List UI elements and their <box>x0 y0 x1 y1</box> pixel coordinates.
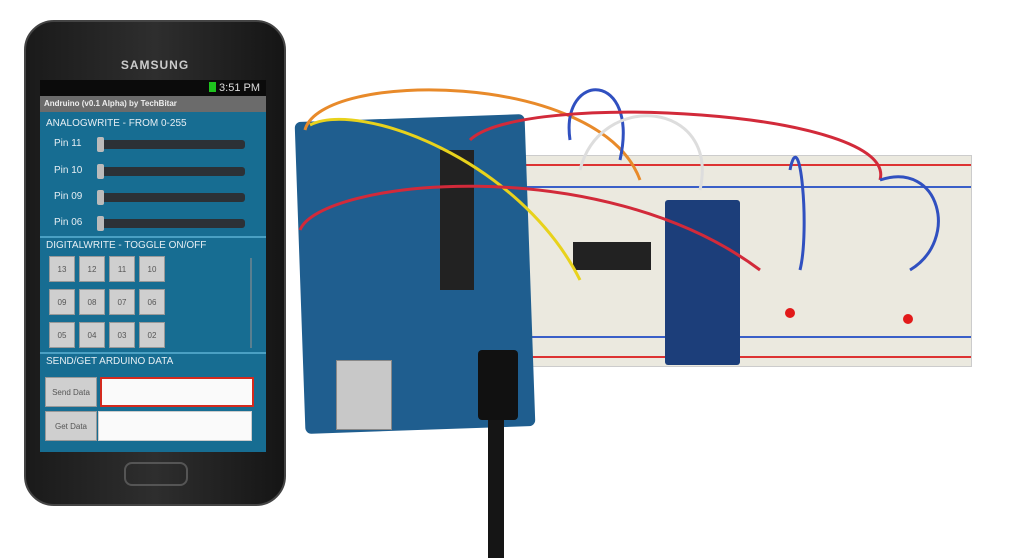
pin-toggle-button[interactable]: 02 <box>139 322 165 348</box>
pin-11-slider[interactable] <box>100 140 245 149</box>
brand-logo: SAMSUNG <box>120 58 190 72</box>
ground-rail <box>521 336 971 338</box>
pin-toggle-button[interactable]: 04 <box>79 322 105 348</box>
power-rail <box>521 356 971 358</box>
microcontroller-chip <box>440 150 474 290</box>
scrollbar[interactable] <box>250 258 252 348</box>
usb-port <box>336 360 392 430</box>
get-data-button[interactable]: Get Data <box>45 411 97 441</box>
analog-header: ANALOGWRITE - FROM 0-255 <box>46 118 187 129</box>
red-led <box>903 314 913 324</box>
app-title: Andruino (v0.1 Alpha) by TechBitar <box>40 96 266 112</box>
slider-thumb[interactable] <box>97 190 104 205</box>
slider-thumb[interactable] <box>97 137 104 152</box>
power-jack <box>478 350 518 420</box>
pin-toggle-button[interactable]: 05 <box>49 322 75 348</box>
pin-toggle-button[interactable]: 10 <box>139 256 165 282</box>
slider-thumb[interactable] <box>97 164 104 179</box>
red-led <box>785 308 795 318</box>
pin-label: Pin 11 <box>54 138 82 149</box>
divider <box>40 236 266 238</box>
status-bar: 3:51 PM <box>40 80 266 96</box>
pin-toggle-button[interactable]: 03 <box>109 322 135 348</box>
power-cable <box>488 420 504 558</box>
phone-screen: 3:51 PM Andruino (v0.1 Alpha) by TechBit… <box>40 80 266 452</box>
pin-label: Pin 09 <box>54 191 83 202</box>
home-button[interactable] <box>124 462 188 486</box>
pin-toggle-button[interactable]: 06 <box>139 289 165 315</box>
ic-chip <box>573 242 651 270</box>
data-header: SEND/GET ARDUINO DATA <box>46 356 174 367</box>
pin-toggle-button[interactable]: 11 <box>109 256 135 282</box>
get-data-output <box>98 411 252 441</box>
send-data-button[interactable]: Send Data <box>45 377 97 407</box>
power-rail <box>521 164 971 166</box>
ground-rail <box>521 186 971 188</box>
bluetooth-module <box>665 200 740 365</box>
send-data-input[interactable] <box>100 377 254 407</box>
pin-06-slider[interactable] <box>100 219 245 228</box>
pin-label: Pin 06 <box>54 217 83 228</box>
battery-icon <box>209 82 217 92</box>
pin-toggle-button[interactable]: 12 <box>79 256 105 282</box>
pin-label: Pin 10 <box>54 165 83 176</box>
pin-09-slider[interactable] <box>100 193 245 202</box>
pin-toggle-button[interactable]: 07 <box>109 289 135 315</box>
pin-toggle-button[interactable]: 09 <box>49 289 75 315</box>
slider-thumb[interactable] <box>97 216 104 231</box>
pin-10-slider[interactable] <box>100 167 245 176</box>
digital-header: DIGITALWRITE - TOGGLE ON/OFF <box>46 240 207 251</box>
divider <box>40 352 266 354</box>
pin-toggle-button[interactable]: 08 <box>79 289 105 315</box>
pin-toggle-button[interactable]: 13 <box>49 256 75 282</box>
status-time: 3:51 PM <box>219 82 260 94</box>
